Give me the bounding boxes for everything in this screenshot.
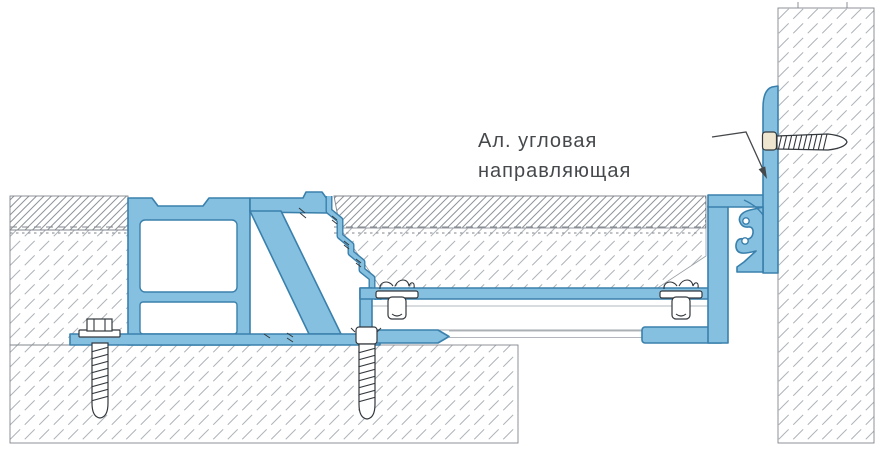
corner-guide-curl-hole-top <box>742 217 750 225</box>
floor-screw-left <box>78 318 121 418</box>
corner-guide-spur-line <box>743 199 764 216</box>
wall-screw <box>761 131 848 151</box>
floor-screw-right-shank <box>358 344 376 419</box>
hex-screw-shank <box>91 343 109 418</box>
rail-bottom-skin-lines <box>449 330 642 338</box>
hex-screw-facets <box>93 319 106 331</box>
right-wall-tick-marks <box>797 2 848 8</box>
label-line-1: Ал. угловая <box>478 130 597 152</box>
annotation: Ал. угловая направляющая <box>478 130 767 182</box>
rail-panel <box>371 298 709 331</box>
wall-screw-threads <box>777 134 828 150</box>
door-edge-leg <box>707 205 729 344</box>
infill-panel-finish-band <box>333 195 707 229</box>
frame-profile <box>69 191 382 346</box>
floor-screw-right-head <box>355 326 378 345</box>
serration-marks <box>263 207 382 343</box>
leader-arrowhead <box>758 166 767 179</box>
frame-chamber-lower <box>139 301 238 335</box>
door-rail-skins <box>371 298 709 338</box>
left-wall-finish-band <box>9 195 129 231</box>
right-wall <box>777 7 875 444</box>
floor-slab <box>9 344 519 444</box>
frame-chamber-upper <box>139 219 238 293</box>
corner-guide-hook <box>735 206 764 273</box>
frame-bottom-plate <box>69 333 381 346</box>
corner-guide-curl-hole-bottom <box>741 237 749 245</box>
frame-top-plate <box>249 191 328 214</box>
corner-guide <box>735 85 779 274</box>
infill-panel-body <box>339 227 707 292</box>
floor-screw-right <box>355 326 378 419</box>
hardware <box>78 131 848 419</box>
hex-screw-head <box>86 318 113 332</box>
leader-line <box>711 131 767 177</box>
frame-diagonal-web <box>249 210 342 335</box>
masonry-sections <box>9 2 875 444</box>
corner-guide-strip <box>762 85 779 274</box>
door-rail <box>359 194 778 344</box>
wall-screw-head <box>761 131 778 151</box>
label-line-2: направляющая <box>478 160 631 182</box>
